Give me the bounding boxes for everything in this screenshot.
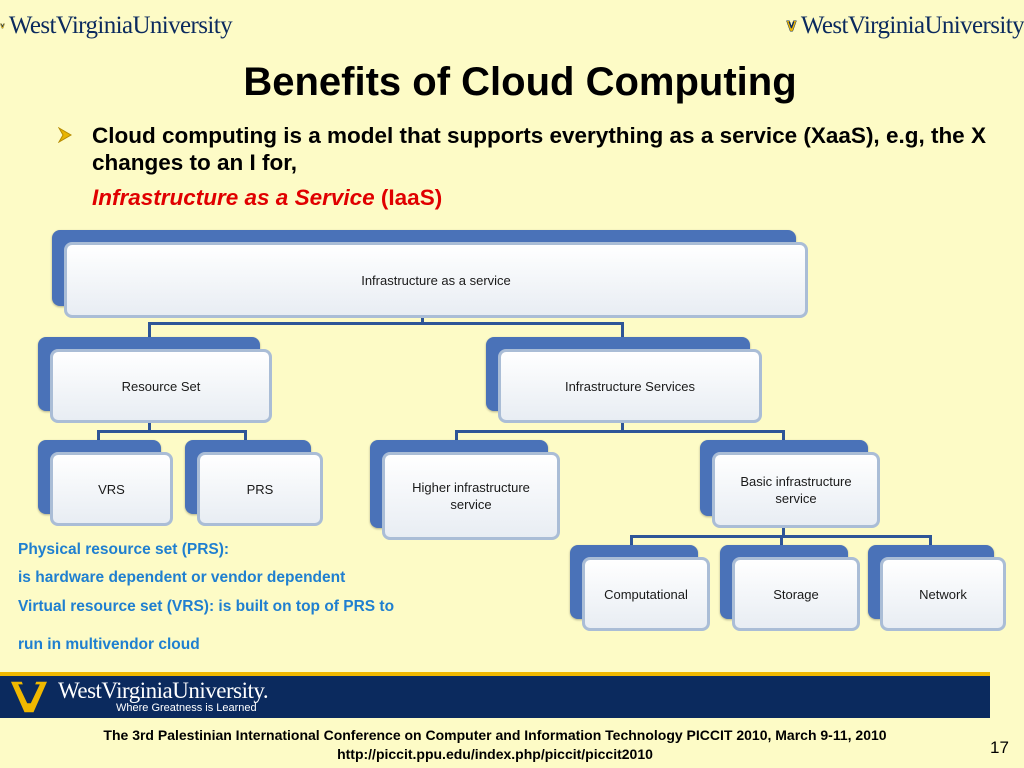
box-prs: PRS — [185, 440, 323, 526]
box-label: Computational — [582, 557, 710, 631]
note-line-2: is hardware dependent or vendor dependen… — [18, 569, 346, 586]
box-label: Basic infrastructure service — [712, 452, 880, 528]
box-computational: Computational — [570, 545, 710, 631]
arrow-bullet-icon — [58, 127, 72, 143]
connector — [621, 322, 624, 338]
box-label: Infrastructure Services — [498, 349, 762, 423]
connector — [148, 322, 624, 325]
connector — [97, 430, 247, 433]
box-storage: Storage — [720, 545, 860, 631]
conference-text: The 3rd Palestinian International Confer… — [103, 727, 887, 743]
box-infrastructure-services: Infrastructure Services — [486, 337, 762, 423]
box-label: VRS — [50, 452, 173, 526]
box-label: Network — [880, 557, 1006, 631]
connector — [782, 430, 785, 440]
box-infrastructure-as-a-service: Infrastructure as a service — [52, 230, 808, 318]
wv-flying-wv-icon — [786, 20, 797, 32]
box-label: PRS — [197, 452, 323, 526]
connector — [148, 322, 151, 338]
box-basic-infrastructure-service: Basic infrastructure service — [700, 440, 880, 528]
box-higher-infrastructure-service: Higher infrastructure service — [370, 440, 560, 540]
wv-flying-wv-icon — [11, 681, 47, 713]
bullet-text: Cloud computing is a model that supports… — [92, 123, 986, 175]
wvu-logo-left: WestVirginiaUniversity — [0, 0, 233, 52]
connector — [455, 430, 785, 433]
logo-right-text: WestVirginiaUniversity — [800, 12, 1024, 39]
slide-title: Benefits of Cloud Computing — [243, 60, 797, 104]
footer-logo: WestVirginiaUniversity. Where Greatness … — [58, 678, 269, 714]
iaas-abbr-text: (IaaS) — [380, 185, 443, 210]
wv-flying-wv-icon — [0, 23, 5, 29]
box-resource-set: Resource Set — [38, 337, 272, 423]
box-label: Higher infrastructure service — [382, 452, 560, 540]
logo-left-text: WestVirginiaUniversity — [8, 12, 233, 39]
note-line-3: Virtual resource set (VRS): is built on … — [18, 598, 395, 615]
connector — [244, 430, 247, 440]
bullet-highlight: Infrastructure as a Service (IaaS) — [92, 185, 442, 211]
box-network: Network — [868, 545, 1006, 631]
box-label: Resource Set — [50, 349, 272, 423]
connector — [630, 535, 633, 545]
footer-gold-stripe — [0, 672, 990, 676]
footer-tagline: Where Greatness is Learned — [116, 702, 257, 714]
iaas-italic-text: Infrastructure as a Service — [92, 185, 375, 210]
box-label: Storage — [732, 557, 860, 631]
connector — [455, 430, 458, 440]
connector — [780, 535, 783, 545]
footer-banner: WestVirginiaUniversity. Where Greatness … — [0, 676, 990, 718]
box-vrs: VRS — [38, 440, 173, 526]
footer-logo-text: WestVirginiaUniversity. — [58, 678, 269, 703]
note-line-1: Physical resource set (PRS): — [18, 541, 230, 558]
note-line-4: run in multivendor cloud — [18, 636, 200, 653]
box-label: Infrastructure as a service — [64, 242, 808, 318]
conference-url: http://piccit.ppu.edu/index.php/piccit/p… — [337, 746, 653, 762]
connector — [97, 430, 100, 440]
connector — [630, 535, 932, 538]
connector — [929, 535, 932, 545]
page-number: 17 — [990, 738, 1009, 757]
wvu-logo-right: WestVirginiaUniversity — [786, 0, 1024, 52]
